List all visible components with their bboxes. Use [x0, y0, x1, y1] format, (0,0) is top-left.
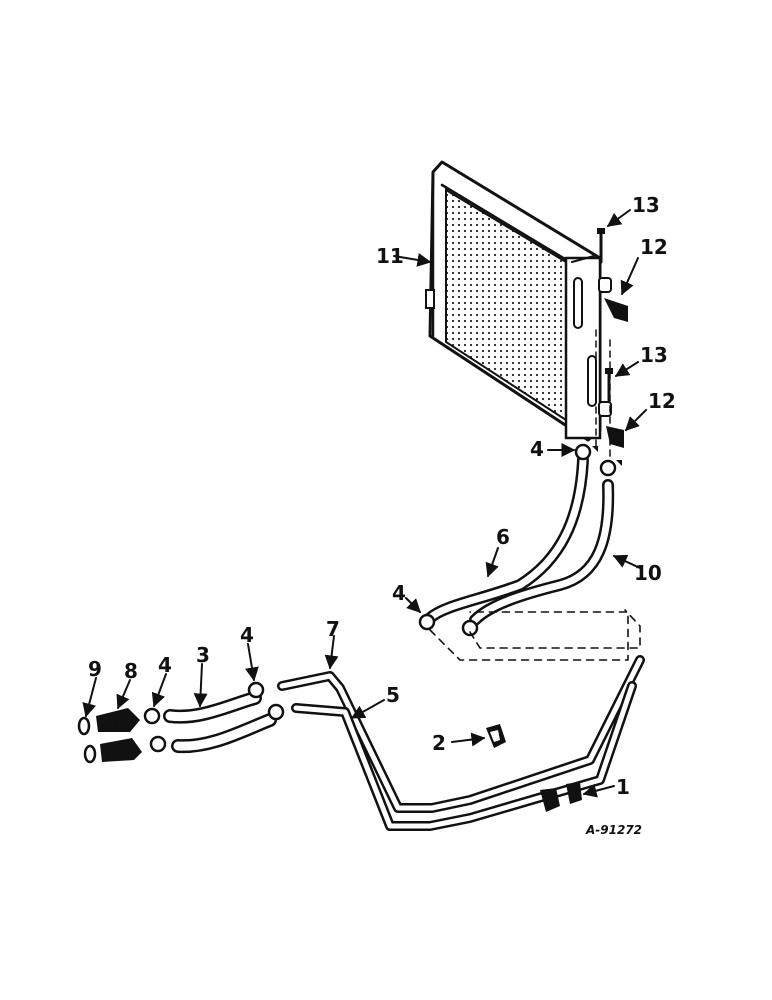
o-rings — [77, 716, 97, 764]
callout-11: 11 — [376, 244, 404, 268]
callout-8: 8 — [124, 659, 138, 683]
callout-13-lower: 13 — [640, 343, 668, 367]
callout-7: 7 — [326, 617, 340, 641]
hose-clamps-lower — [143, 681, 285, 753]
callout-12-upper: 12 — [640, 235, 668, 259]
callout-4-fitting: 4 — [158, 653, 172, 677]
callout-13-upper: 13 — [632, 193, 660, 217]
callout-6: 6 — [496, 525, 510, 549]
callout-2: 2 — [432, 731, 446, 755]
clip-1 — [540, 782, 582, 812]
upper-bolt — [597, 228, 605, 264]
callout-3: 3 — [196, 643, 210, 667]
hose-6 — [424, 454, 589, 624]
callout-1: 1 — [616, 775, 630, 799]
tube-5 — [291, 681, 637, 831]
callout-10: 10 — [634, 561, 662, 585]
hose-clamps-upper — [418, 443, 622, 637]
callout-9: 9 — [88, 657, 102, 681]
clip-2 — [486, 724, 506, 748]
elbow-fittings — [96, 708, 142, 762]
lower-bracket — [598, 401, 624, 448]
callout-5: 5 — [386, 683, 400, 707]
callout-4-cooler: 4 — [530, 437, 544, 461]
callout-4-tube: 4 — [240, 623, 254, 647]
upper-bracket — [598, 277, 628, 322]
hose-3 — [163, 691, 277, 754]
drawing-number: A-91272 — [585, 823, 642, 837]
callout-4-hose: 4 — [392, 581, 406, 605]
hose-10 — [469, 479, 615, 626]
oil-cooler — [425, 160, 602, 442]
lower-bolt — [605, 368, 613, 402]
callout-12-lower: 12 — [648, 389, 676, 413]
leader-lines — [82, 209, 647, 798]
tube-7 — [277, 655, 645, 813]
